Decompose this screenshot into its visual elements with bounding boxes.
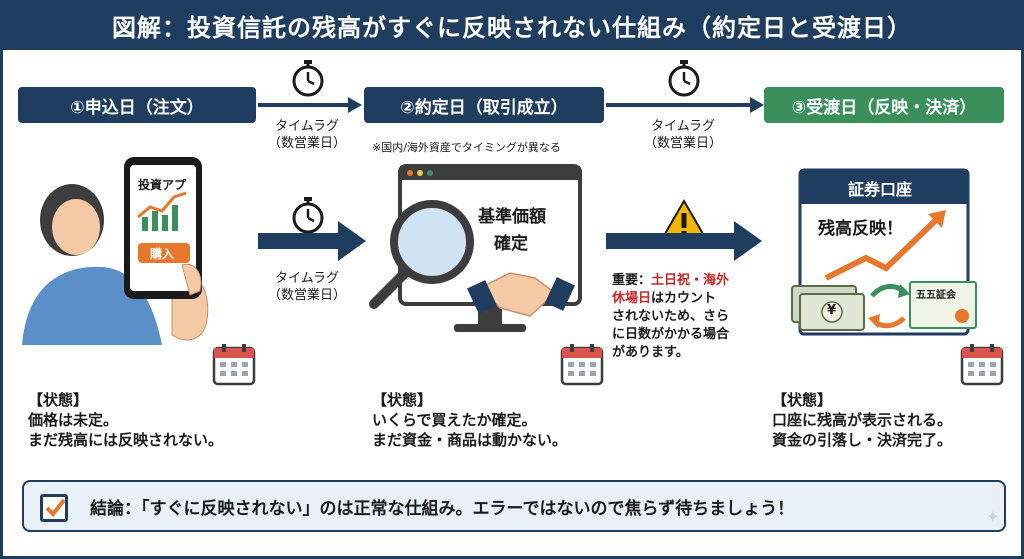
calendar-icon xyxy=(560,344,604,386)
page-title: 図解：投資信託の残高がすぐに反映されない仕組み（約定日と受渡日） xyxy=(0,0,1024,50)
flow-arrow-1-head xyxy=(338,221,366,261)
top-arrow-2-line xyxy=(606,103,752,107)
state-line: 資金の引落し・決済完了。 xyxy=(772,431,953,449)
holiday-warning: 重要：土日祝・海外 休場日はカウント されないため、さら に日数がかかる場合 が… xyxy=(612,272,772,362)
warning-highlight-1: 土日祝・海外 xyxy=(651,273,730,288)
certificate-label: 五五証会 xyxy=(916,290,956,301)
warning-highlight-2: 休場日 xyxy=(612,291,652,306)
flow-arrow-1-body xyxy=(258,233,340,249)
person-with-phone-illustration xyxy=(22,157,209,345)
state-line: まだ資金・商品は動かない。 xyxy=(372,431,568,449)
state-heading: 【状態】 xyxy=(28,391,89,409)
balance-reflected-text: 残高反映！ xyxy=(818,219,903,239)
time-lag-line1: タイムラグ xyxy=(650,119,716,134)
calendar-icon xyxy=(960,344,1004,386)
top-arrow-2-head xyxy=(750,97,764,113)
warning-rest-4: があります。 xyxy=(612,345,689,360)
checkmark-icon xyxy=(45,498,66,518)
market-note: ※国内/海外資産でタイミングが異なる xyxy=(372,141,561,154)
time-lag-line2: （数営業日） xyxy=(643,136,722,151)
step-settlement-date: ③受渡日（反映・決済） xyxy=(764,87,1004,123)
top-arrow-1-line xyxy=(258,103,350,107)
monitor-magnifier-illustration xyxy=(369,164,582,332)
time-lag-label-middle: タイムラグ （数営業日） xyxy=(252,270,362,304)
sparkle-icon: ✦ xyxy=(986,507,1000,526)
top-arrow-1-head xyxy=(348,97,362,113)
time-lag-label-top-2: タイムラグ （数営業日） xyxy=(628,118,738,152)
phone-app-name: 投資アプ xyxy=(138,178,187,192)
warning-rest-2: されないため、さら xyxy=(612,309,730,324)
state-description-1: 【状態】 価格は未定。 まだ残高には反映されない。 xyxy=(28,390,223,450)
conclusion-banner: 結論：「すぐに反映されない」のは正常な仕組み。エラーではないので焦らず待ちましょ… xyxy=(22,480,1006,532)
warning-rest-3: に日数がかかる場合 xyxy=(612,327,730,342)
state-heading: 【状態】 xyxy=(772,391,833,409)
flow-arrow-2-body xyxy=(606,233,736,249)
account-header: 証券口座 xyxy=(848,180,913,199)
step-order-date: ①申込日（注文） xyxy=(18,87,256,123)
flow-arrow-2-head xyxy=(734,221,762,261)
state-line: まだ残高には反映されない。 xyxy=(28,431,224,449)
state-line: 価格は未定。 xyxy=(28,411,119,429)
warning-rest-1: はカウント xyxy=(651,291,717,306)
time-lag-line2: （数営業日） xyxy=(267,136,346,151)
yen-symbol: ¥ xyxy=(827,303,837,318)
step-trade-date: ②約定日（取引成立） xyxy=(364,87,604,123)
stopwatch-icon xyxy=(292,197,324,234)
monitor-text-line2: 確定 xyxy=(494,234,528,254)
account-illustration xyxy=(791,168,977,336)
stopwatch-icon xyxy=(668,60,700,97)
state-line: 口座に残高が表示される。 xyxy=(772,411,953,429)
time-lag-label-top-1: タイムラグ （数営業日） xyxy=(252,118,362,152)
time-lag-line1: タイムラグ xyxy=(274,271,340,286)
state-line: いくらで買えたか確定。 xyxy=(372,411,537,429)
state-description-3: 【状態】 口座に残高が表示される。 資金の引落し・決済完了。 xyxy=(772,390,952,450)
time-lag-line2: （数営業日） xyxy=(267,288,346,303)
state-description-2: 【状態】 いくらで買えたか確定。 まだ資金・商品は動かない。 xyxy=(372,390,567,450)
time-lag-line1: タイムラグ xyxy=(274,119,340,134)
state-heading: 【状態】 xyxy=(372,391,433,409)
monitor-text-line1: 基準価額 xyxy=(478,207,546,227)
checkbox-icon xyxy=(40,494,68,522)
calendar-icon xyxy=(212,344,256,386)
stopwatch-icon xyxy=(292,60,324,97)
phone-buy-button: 購入 xyxy=(150,247,175,261)
warning-prefix: 重要： xyxy=(612,273,652,288)
